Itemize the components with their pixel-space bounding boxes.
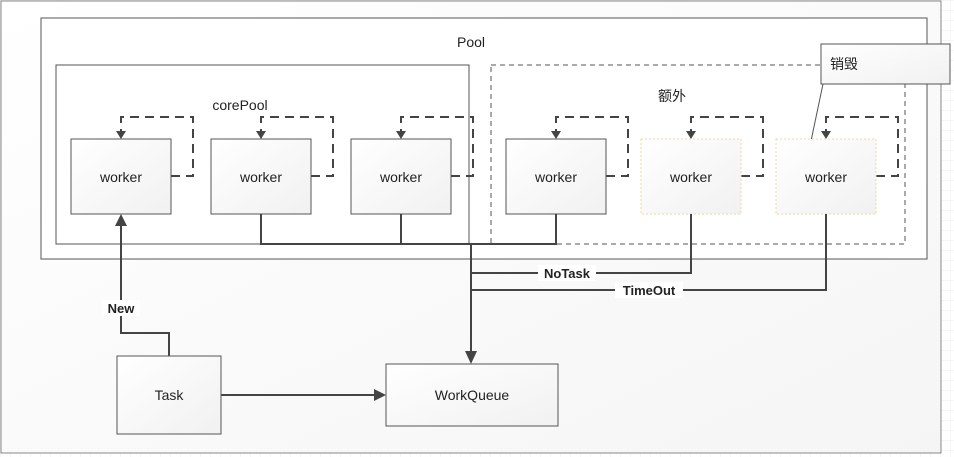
self-loop-arrowhead-2 [256, 131, 266, 139]
worker-label-3: worker [379, 169, 422, 185]
task-to-queue-arrowhead [374, 389, 386, 401]
notask-edge-label: NoTask [544, 266, 591, 281]
task-box [116, 355, 222, 435]
worker-label-1: worker [99, 169, 142, 185]
worker-node-3: worker [350, 138, 452, 215]
new-edge-label: New [108, 301, 136, 316]
workqueue-node: WorkQueue [385, 363, 559, 427]
destroy-callout-label: 销毁 [830, 56, 858, 72]
destroy-callout-line [810, 83, 824, 142]
self-loop-arrowhead-6 [821, 131, 831, 139]
worker-label-5: worker [669, 169, 712, 185]
new-edge-line [120, 222, 170, 356]
destroy-callout-box [820, 43, 951, 85]
worker-node-6: worker [775, 138, 877, 215]
self-loop-3 [400, 116, 474, 177]
worker-box-2 [210, 138, 312, 215]
self-loop-4 [555, 116, 629, 177]
queue-arrowhead [465, 351, 477, 364]
task-node: Task [116, 355, 222, 435]
worker-box-4 [505, 138, 607, 215]
self-loop-1 [120, 116, 194, 177]
worker-node-5: worker [640, 138, 742, 215]
self-loop-5 [690, 116, 764, 177]
self-loop-arrowhead-1 [116, 131, 126, 139]
self-loop-arrowhead-4 [551, 131, 561, 139]
worker-node-2: worker [210, 138, 312, 215]
worker-node-1: worker [70, 138, 172, 215]
task-label: Task [155, 387, 185, 403]
worker-label-2: worker [239, 169, 282, 185]
self-loop-arrowhead-3 [396, 131, 406, 139]
worker-self-loops [120, 116, 899, 177]
self-loop-6 [825, 116, 899, 177]
worker-node-4: worker [505, 138, 607, 215]
timeout-label-bg [615, 282, 683, 298]
core-pool-label: corePool [212, 97, 267, 113]
new-label-bg [102, 300, 140, 316]
connector-worker-2 [260, 214, 557, 245]
worker-box-6 [775, 138, 877, 215]
pool-label: Pool [457, 34, 485, 50]
new-edge-arrowhead [115, 214, 127, 226]
worker-box-3 [350, 138, 452, 215]
self-loop-2 [260, 116, 334, 177]
worker-label-6: worker [804, 169, 847, 185]
worker-label-4: worker [534, 169, 577, 185]
workqueue-box [385, 363, 559, 427]
self-loop-arrowheads [116, 131, 831, 139]
timeout-edge-label: TimeOut [623, 283, 676, 298]
workqueue-label: WorkQueue [435, 387, 510, 403]
self-loop-arrowhead-5 [686, 131, 696, 139]
notask-label-bg [538, 265, 596, 281]
extra-pool-label: 额外 [658, 88, 686, 104]
worker-box-5 [640, 138, 742, 215]
connector-timeout [471, 214, 827, 291]
